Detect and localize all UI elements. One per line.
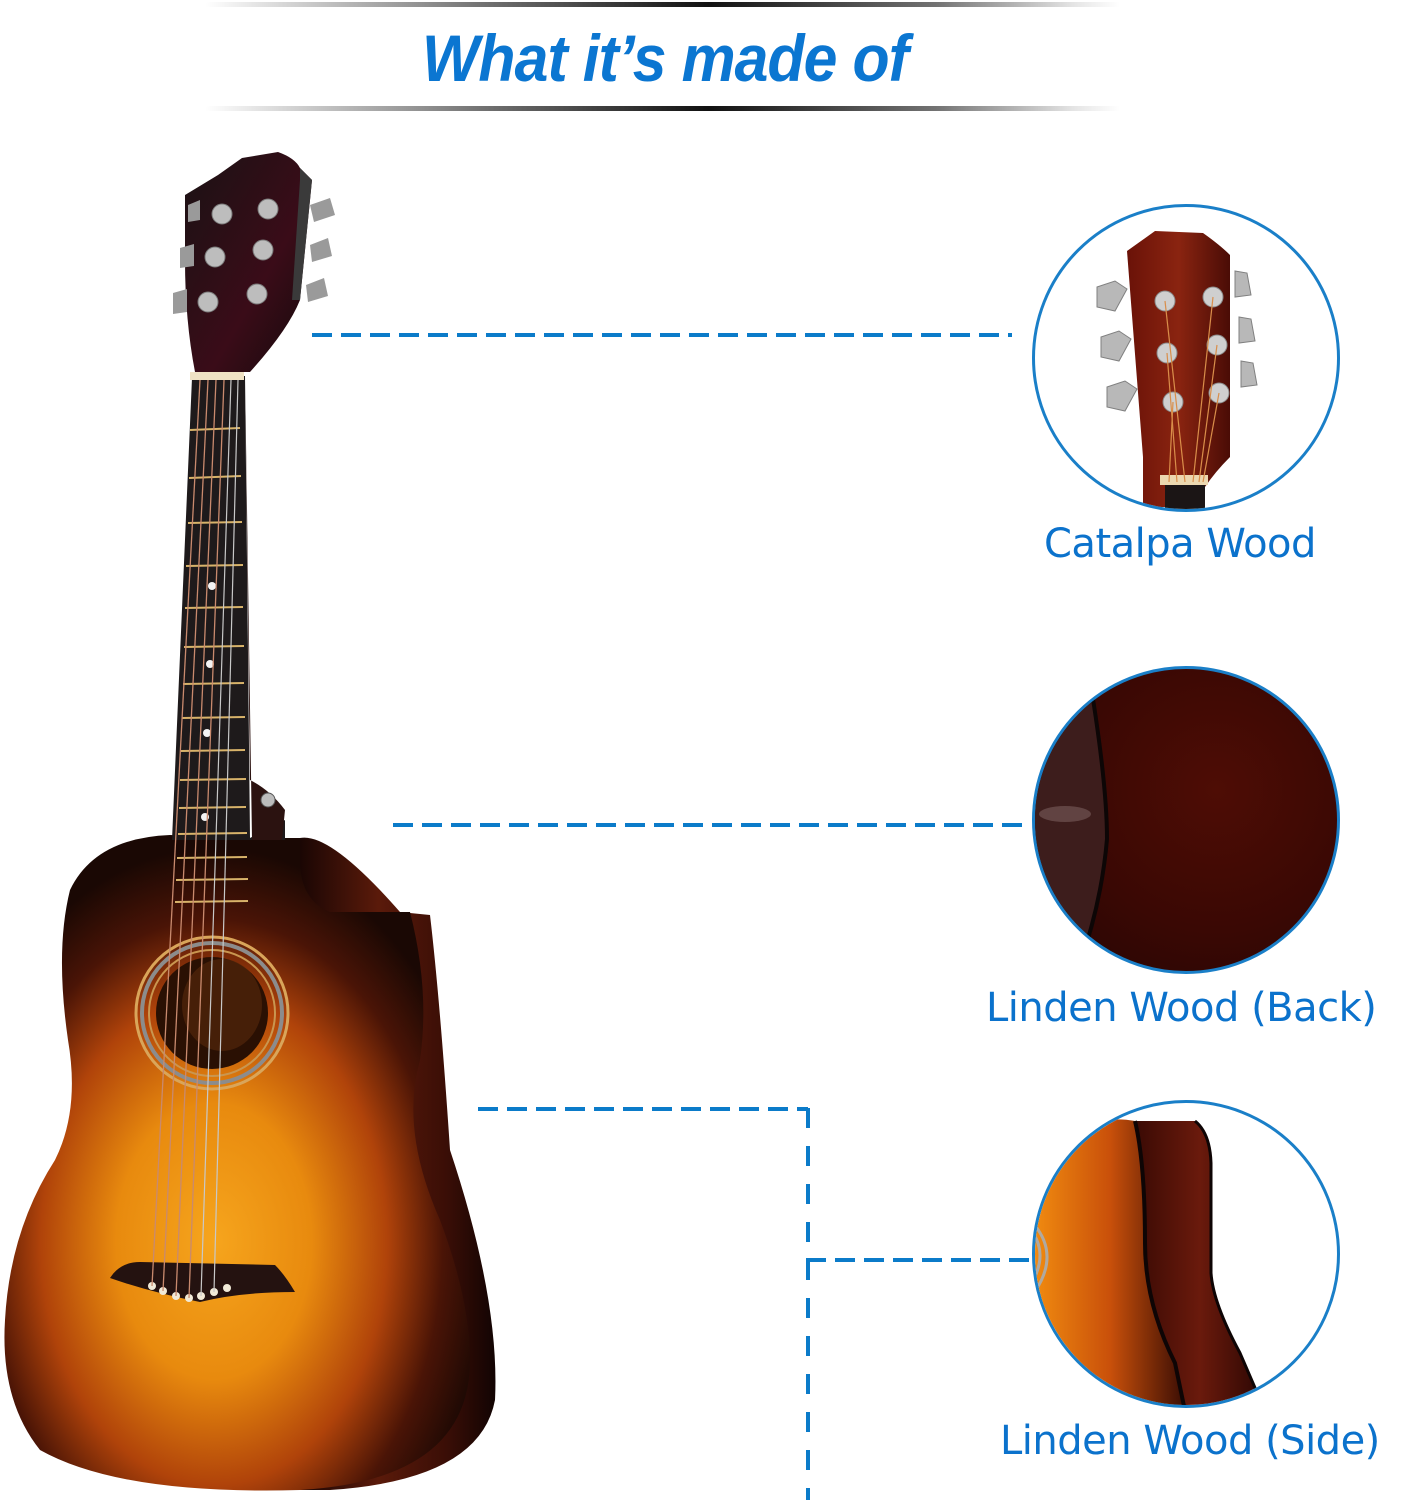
connector-line-back — [393, 823, 1027, 827]
connector-line-headstock — [312, 333, 1012, 337]
side-closeup-image — [1032, 1100, 1340, 1408]
header-bottom-rule — [205, 106, 1120, 111]
connector-line-side-vertical — [806, 1108, 810, 1500]
back-closeup-image — [1032, 666, 1340, 974]
material-label: Catalpa Wood — [1044, 521, 1316, 567]
page-title: What it’s made of — [422, 21, 909, 95]
connector-line-side-upper — [478, 1107, 808, 1111]
connector-line-side-lower — [806, 1258, 1031, 1262]
guitar-image — [4, 152, 496, 1491]
headstock-closeup-image — [1032, 204, 1340, 512]
material-label: Linden Wood (Back) — [986, 985, 1377, 1031]
material-label: Linden Wood (Side) — [1000, 1418, 1380, 1464]
header-top-rule — [205, 2, 1120, 7]
